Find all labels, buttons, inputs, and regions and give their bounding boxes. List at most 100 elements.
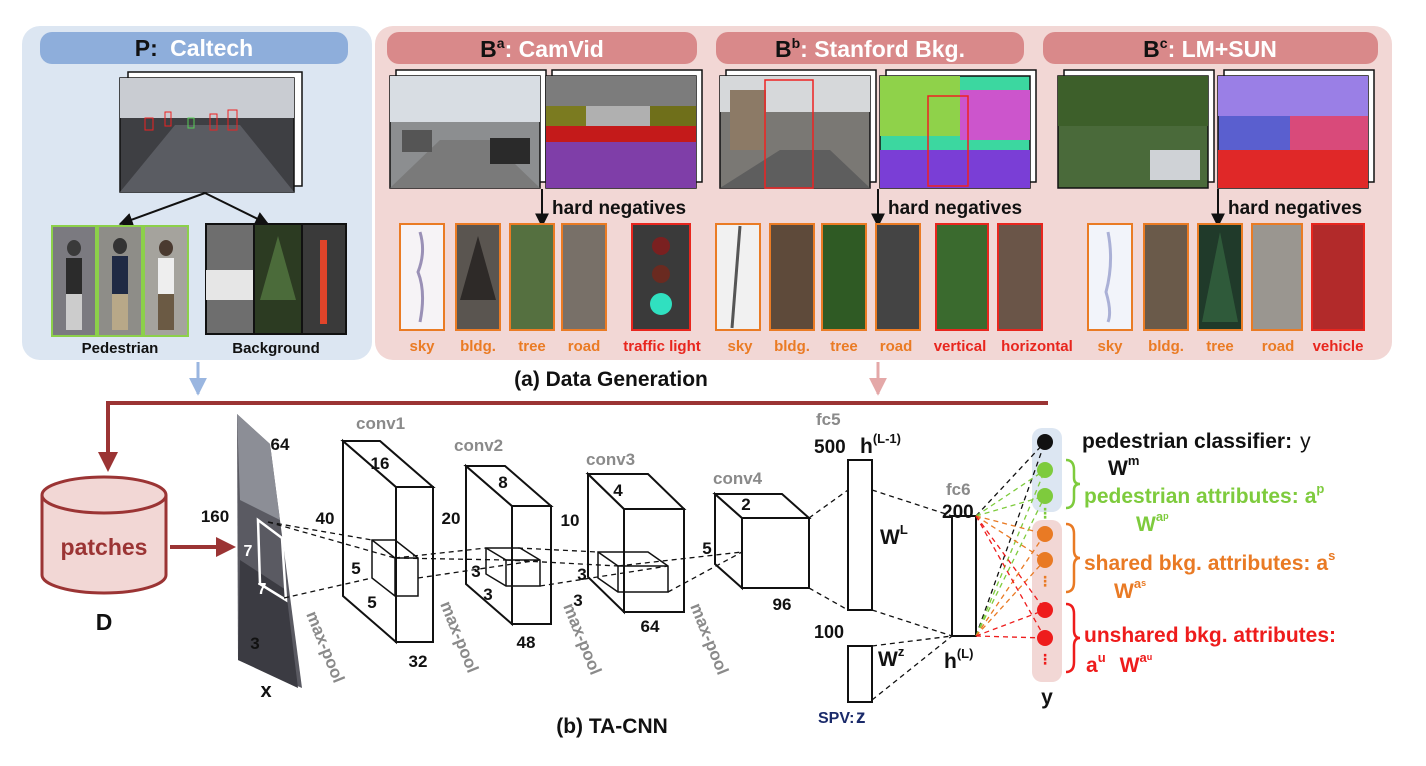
svg-text:3: 3 (471, 562, 480, 581)
conv3-block: conv3 4 10 3 3 64 (561, 450, 687, 636)
svg-text:3: 3 (573, 591, 582, 610)
svg-text:⋮: ⋮ (1038, 505, 1052, 521)
shared-attr-brace (1065, 522, 1081, 594)
caption-ta-cnn: (b) TA-CNN (556, 715, 668, 738)
svg-text:⋮: ⋮ (1038, 573, 1052, 589)
caltech-header-name: Caltech (170, 35, 253, 61)
svg-text:sky: sky (1097, 338, 1123, 355)
conv3-label: conv3 (586, 450, 635, 469)
camvid-patch-labels: sky bldg. tree road traffic light (409, 338, 700, 355)
patches-label: patches (61, 534, 148, 560)
lmsun-header-name: : LM+SUN (1168, 36, 1277, 62)
svg-text:48: 48 (517, 633, 536, 652)
svg-text:Bc: LM+SUN: Bc: LM+SUN (1143, 35, 1277, 62)
lmsun-hard-negatives-label: hard negatives (1228, 198, 1362, 219)
max-pool-label-1: max-pool (302, 608, 348, 685)
svg-text:h(L): h(L) (944, 646, 973, 673)
caltech-panel: P: Caltech Pedestrian (22, 26, 372, 360)
svg-text:4: 4 (613, 481, 623, 500)
svg-text:Ba: CamVid: Ba: CamVid (480, 35, 604, 62)
svg-text:16: 16 (371, 454, 390, 473)
svg-text:Bb: Stanford Bkg.: Bb: Stanford Bkg. (775, 35, 965, 62)
stanford-patches (715, 223, 1043, 331)
svg-text:64: 64 (641, 617, 660, 636)
wm-label: Wm (1108, 453, 1139, 480)
svg-text:vehicle: vehicle (1313, 338, 1364, 355)
svg-text:tree: tree (518, 338, 546, 355)
svg-text:vertical: vertical (934, 338, 987, 355)
pedestrian-attribute-node-2 (1037, 488, 1053, 504)
stanford-header (716, 32, 1024, 64)
pedestrian-classifier-node (1037, 434, 1053, 450)
fc6-size: 200 (942, 502, 974, 523)
max-pool-label-4: max-pool (686, 600, 732, 677)
svg-text:P: Caltech: P: Caltech (135, 35, 253, 61)
svg-text:5: 5 (351, 559, 360, 578)
shared-attribute-node-1 (1037, 526, 1053, 542)
pedestrian-crops (51, 225, 189, 337)
svg-text:sky: sky (409, 338, 435, 355)
wap-label: Wap (1136, 509, 1169, 536)
svg-text:bldg.: bldg. (460, 338, 496, 355)
pedestrian-label: Pedestrian (82, 340, 159, 357)
svg-text:tree: tree (1206, 338, 1234, 355)
svg-text:5: 5 (367, 593, 376, 612)
svg-text:bldg.: bldg. (774, 338, 810, 355)
data-flow-line (98, 401, 1048, 472)
spv-z-label: z (856, 707, 866, 728)
arrow-to-background (204, 192, 270, 225)
input-image: 64 160 7 7 3 x (201, 414, 302, 702)
conv1-block: conv1 16 40 5 5 32 (316, 414, 436, 671)
spv-label: SPV: (818, 710, 854, 727)
stanford-images (719, 69, 1037, 189)
svg-text:road: road (568, 338, 601, 355)
svg-text:Wz: Wz (878, 644, 905, 671)
svg-text:WL: WL (880, 522, 908, 549)
fc5-label: fc5 (816, 410, 841, 429)
conv1-label: conv1 (356, 414, 405, 433)
background-crops (205, 223, 347, 335)
unshared-attribute-node-1 (1037, 602, 1053, 618)
svg-text:40: 40 (316, 509, 335, 528)
kernel-size-1: 7 (244, 543, 253, 560)
fc5-layer: fc5 500 h(L-1) WL 100 Wz SPV: z (814, 410, 908, 728)
svg-text:horizontal: horizontal (1001, 338, 1073, 355)
svg-text:tree: tree (830, 338, 858, 355)
svg-text:sky: sky (727, 338, 753, 355)
kernel-size-2: 7 (258, 581, 267, 598)
svg-text:96: 96 (773, 595, 792, 614)
max-pool-label-2: max-pool (436, 598, 482, 675)
camvid-hard-negatives-label: hard negatives (552, 198, 686, 219)
fc5-size: 500 (814, 437, 846, 458)
patches-database: patches D (40, 475, 168, 635)
fc6-label: fc6 (946, 480, 971, 499)
svg-text:traffic light: traffic light (623, 338, 701, 355)
conv2-label: conv2 (454, 436, 503, 455)
unshared-attribute-node-2 (1037, 630, 1053, 646)
was-label: Was (1114, 576, 1146, 603)
stanford-patch-labels: sky bldg. tree road vertical horizontal (727, 338, 1072, 355)
input-width: 64 (271, 435, 290, 454)
svg-text:⋮: ⋮ (1038, 651, 1052, 667)
stanford-header-name: : Stanford Bkg. (800, 36, 965, 62)
lmsun-header (1043, 32, 1378, 64)
conv-dashed-connections (267, 489, 953, 701)
svg-text:5: 5 (702, 539, 711, 558)
svg-text:10: 10 (561, 511, 580, 530)
unshared-bkg-attributes-label: unshared bkg. attributes: (1084, 624, 1336, 647)
svg-text:20: 20 (442, 509, 461, 528)
lmsun-patch-labels: sky bldg. tree road vehicle (1097, 338, 1363, 355)
svg-text:bldg.: bldg. (1148, 338, 1184, 355)
output-y-label: y (1041, 686, 1053, 709)
background-datasets-panel: Ba: CamVid Bb: Stanford Bkg. Bc: LM+SUN (375, 26, 1392, 360)
pedestrian-classifier-label: pedestrian classifier:y (1082, 430, 1311, 453)
conv4-block: conv4 2 5 96 (702, 469, 812, 614)
shared-attribute-node-2 (1037, 552, 1053, 568)
svg-text:road: road (1262, 338, 1295, 355)
svg-text:road: road (880, 338, 913, 355)
svg-text:8: 8 (498, 473, 507, 492)
arrow-to-pedestrian (118, 192, 206, 227)
caption-data-generation: (a) Data Generation (514, 368, 708, 391)
conv4-label: conv4 (713, 469, 763, 488)
